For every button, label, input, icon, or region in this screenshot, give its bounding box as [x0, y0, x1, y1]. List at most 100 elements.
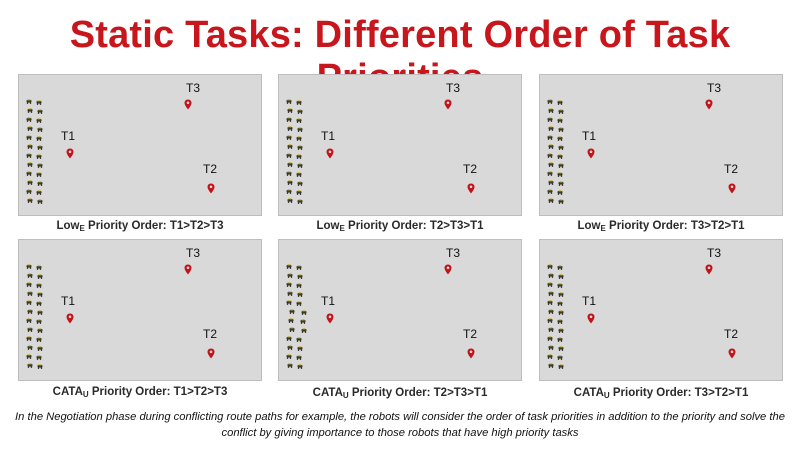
task-label-t2: T2	[463, 327, 478, 341]
robot-icon	[558, 101, 564, 114]
robot-icon	[26, 274, 32, 287]
task-label-t1: T1	[321, 294, 336, 308]
task-location-marker-icon	[66, 311, 74, 324]
task-location-marker-icon	[184, 262, 192, 275]
robot-icon	[26, 328, 32, 341]
task-label-t3: T3	[186, 81, 201, 95]
robot-icon	[36, 275, 42, 288]
robot-icon	[558, 338, 564, 351]
robot-icon	[297, 356, 303, 369]
robot-icon	[548, 154, 554, 167]
robot-icon	[37, 284, 43, 297]
robot-icon	[547, 91, 553, 104]
robot-icon	[286, 292, 292, 305]
robot-icon	[36, 128, 42, 141]
robot-icon	[27, 301, 33, 314]
robot-icon	[27, 154, 33, 167]
robot-icon	[297, 173, 303, 186]
robot-icon	[557, 182, 563, 195]
robot-icon	[547, 127, 553, 140]
task-location-marker-icon	[728, 346, 736, 359]
task-location-marker-icon	[467, 346, 475, 359]
robot-icon	[287, 283, 293, 296]
robot-icon	[297, 266, 303, 279]
robot-icon	[27, 190, 33, 203]
robot-icon	[296, 275, 302, 288]
robot-icon	[557, 347, 563, 360]
robot-icon	[287, 172, 293, 185]
robot-icon	[557, 146, 563, 159]
robot-icon	[557, 128, 563, 141]
robot-icon	[558, 191, 564, 204]
robot-icon	[26, 127, 32, 140]
robot-icon	[26, 145, 32, 158]
panel-caption-1: LowE Priority Order: T1>T2>T3	[9, 220, 271, 233]
robot-icon	[27, 100, 33, 113]
task-label-t1: T1	[582, 129, 597, 143]
robot-icon	[37, 338, 43, 351]
task-label-t1: T1	[321, 129, 336, 143]
robot-icon	[557, 293, 563, 306]
robot-icon	[548, 283, 554, 296]
robot-icon	[297, 155, 303, 168]
robot-icon	[36, 293, 42, 306]
robot-icon	[548, 136, 554, 149]
caption-order: Priority Order: T3>T2>T1	[609, 387, 749, 399]
task-label-t3: T3	[707, 246, 722, 260]
robot-icon	[300, 311, 306, 324]
robot-icon	[557, 110, 563, 123]
panel-caption-4: CATAU Priority Order: T1>T2>T3	[9, 386, 271, 399]
robot-icon	[297, 284, 303, 297]
robot-icon	[547, 145, 553, 158]
robot-icon	[286, 109, 292, 122]
robot-icon	[26, 91, 32, 104]
robot-icon	[547, 310, 553, 323]
robot-icon	[26, 346, 32, 359]
robot-icon	[297, 101, 303, 114]
caption-method-subscript: U	[82, 390, 89, 399]
robot-icon	[548, 190, 554, 203]
caption-method-subscript: E	[600, 224, 606, 233]
robot-icon	[548, 100, 554, 113]
task-location-marker-icon	[207, 346, 215, 359]
robot-icon	[26, 310, 32, 323]
robot-icon	[37, 191, 43, 204]
caption-method-subscript: E	[339, 224, 345, 233]
robot-icon	[557, 164, 563, 177]
task-location-marker-icon	[444, 97, 452, 110]
task-label-t2: T2	[724, 327, 739, 341]
task-location-marker-icon	[728, 181, 736, 194]
robot-icon	[296, 164, 302, 177]
robot-icon	[26, 163, 32, 176]
robot-icon	[548, 118, 554, 131]
robot-icon	[548, 337, 554, 350]
robot-icon	[286, 181, 292, 194]
robot-icon	[36, 146, 42, 159]
panel-caption-5: CATAU Priority Order: T2>T3>T1	[269, 387, 531, 400]
task-location-marker-icon	[444, 262, 452, 275]
panel-caption-6: CATAU Priority Order: T3>T2>T1	[530, 387, 792, 400]
robot-icon	[27, 136, 33, 149]
caption-method: CATA	[52, 386, 83, 398]
robot-icon	[297, 119, 303, 132]
robot-icon	[36, 164, 42, 177]
task-label-t2: T2	[724, 162, 739, 176]
robot-icon	[558, 320, 564, 333]
robot-icon	[558, 266, 564, 279]
caption-method: CATA	[573, 387, 604, 399]
caption-method: CATA	[312, 387, 343, 399]
robot-icon	[36, 110, 42, 123]
caption-order: Priority Order: T1>T2>T3	[84, 220, 224, 232]
task-label-t3: T3	[186, 246, 201, 260]
robot-icon	[547, 256, 553, 269]
robot-icon	[558, 155, 564, 168]
task-location-marker-icon	[326, 146, 334, 159]
robot-icon	[548, 265, 554, 278]
task-label-t3: T3	[707, 81, 722, 95]
robot-icon	[286, 145, 292, 158]
caption-order: Priority Order: T2>T3>T1	[344, 220, 484, 232]
caption-method: Low	[577, 220, 601, 232]
robot-icon	[286, 256, 292, 269]
